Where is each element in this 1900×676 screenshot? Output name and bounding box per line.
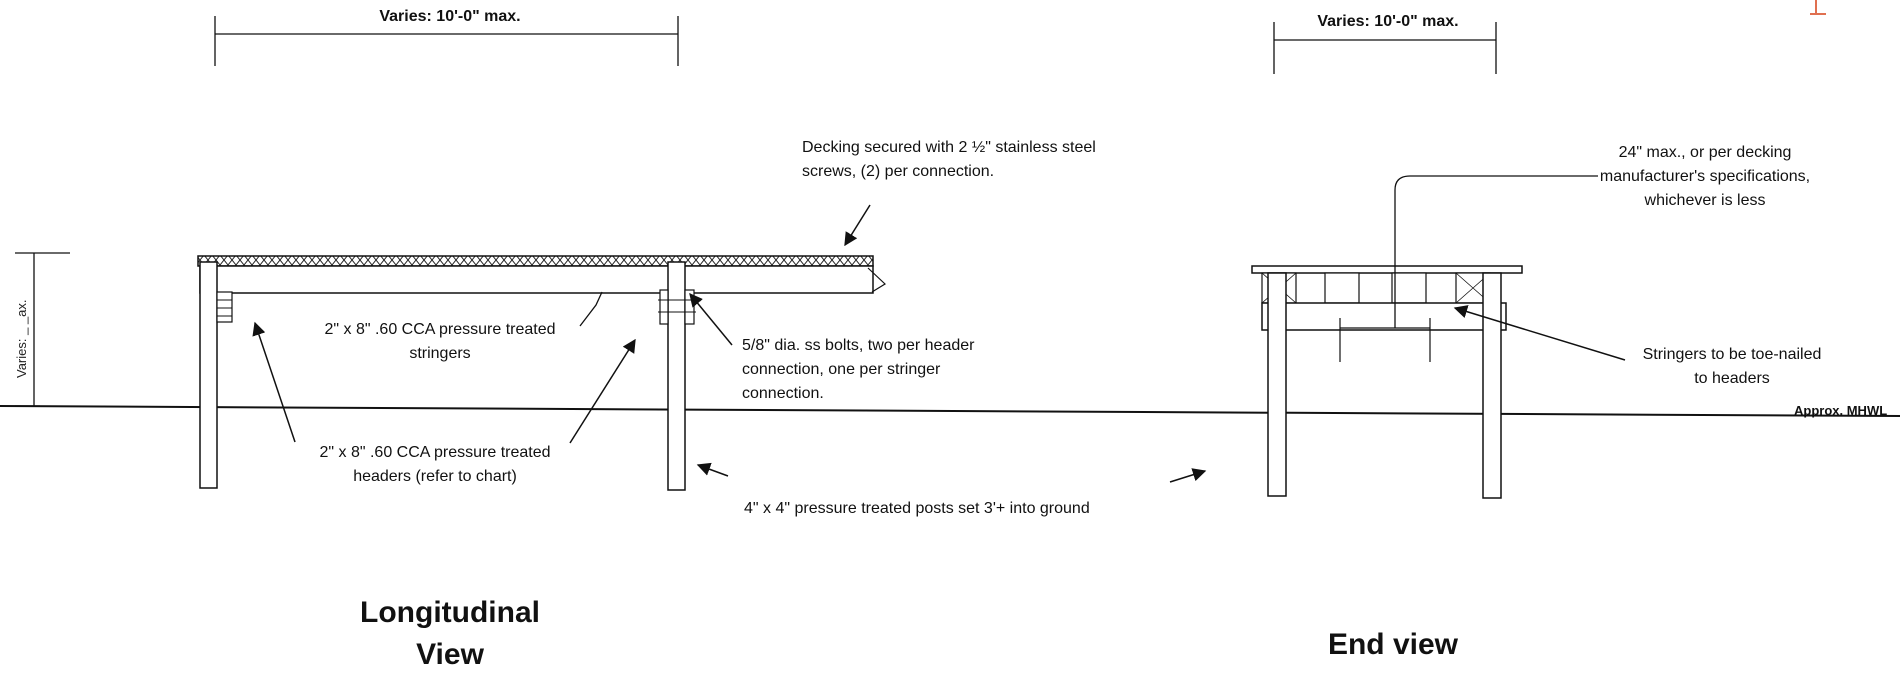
end-post-right <box>1482 272 1502 499</box>
mhwl-line <box>0 405 1900 417</box>
longitudinal-title-line-2: View <box>416 638 484 671</box>
end-stringer-2 <box>1324 272 1360 304</box>
leader-posts-right <box>1169 468 1207 483</box>
bolts-callout-line-2: connection, one per stringer <box>742 361 941 378</box>
stringers-callout: 2" x 8" .60 CCA pressure treated stringe… <box>300 318 580 366</box>
stringer-end-break <box>867 267 886 293</box>
stringers-callout-line-1: 2" x 8" .60 CCA pressure treated <box>324 321 556 338</box>
decking-callout-line-1: Decking secured with 2 ½" stainless stee… <box>802 139 1096 156</box>
end-post-left <box>1267 272 1287 497</box>
leader-toe-nail <box>1453 305 1626 361</box>
leader-headers-right <box>569 338 636 444</box>
end-view-title: End view <box>1327 628 1459 661</box>
leader-bolts <box>689 292 733 346</box>
bolts-callout-line-1: 5/8" dia. ss bolts, two per header <box>742 337 975 354</box>
spacing-callout-line-2: manufacturer's specifications, <box>1599 168 1811 185</box>
decking-callout-line-2: screws, (2) per connection. <box>802 163 995 180</box>
leader-spacing <box>1394 175 1598 328</box>
spacing-callout: 24" max., or per decking manufacturer's … <box>1570 141 1840 213</box>
headers-callout: 2" x 8" .60 CCA pressure treated headers… <box>285 441 585 489</box>
stringers-callout-line-2: stringers <box>409 345 471 362</box>
spacing-callout-line-1: 24" max., or per decking <box>1618 144 1792 161</box>
leader-stringers <box>579 291 603 327</box>
leader-decking <box>844 204 871 247</box>
end-header <box>1261 302 1507 331</box>
end-decking <box>1251 265 1523 274</box>
end-view <box>1251 22 1626 499</box>
longitudinal-decking <box>197 255 874 267</box>
header-plate-right-a <box>659 289 669 325</box>
longitudinal-view-title: Longitudinal View <box>310 592 590 676</box>
leader-posts-left <box>696 462 729 477</box>
longitudinal-view <box>15 16 1207 491</box>
longitudinal-dim-label: Varies: 10'-0" max. <box>379 8 521 25</box>
spacing-callout-line-3: whichever is less <box>1644 192 1766 209</box>
header-plate-right-b <box>684 289 695 325</box>
posts-callout: 4" x 4" pressure treated posts set 3'+ i… <box>744 500 1090 517</box>
corner-mark <box>1810 0 1826 15</box>
header-plate-left <box>216 291 233 323</box>
end-stringer-3 <box>1391 272 1427 304</box>
bolts-callout-line-3: connection. <box>742 385 824 402</box>
mhwl-label: Approx. MHWL <box>1794 403 1888 418</box>
end-dim-label: Varies: 10'-0" max. <box>1317 13 1459 30</box>
bolts-callout: 5/8" dia. ss bolts, two per header conne… <box>742 334 974 406</box>
headers-callout-line-1: 2" x 8" .60 CCA pressure treated <box>319 444 551 461</box>
toe-nail-callout: Stringers to be toe-nailed to headers <box>1612 343 1852 391</box>
headers-callout-line-2: headers (refer to chart) <box>353 468 517 485</box>
toe-nail-callout-line-1: Stringers to be toe-nailed <box>1642 346 1822 363</box>
longitudinal-post-left <box>199 261 218 489</box>
leader-headers-left <box>252 321 296 443</box>
longitudinal-stringer <box>199 265 874 294</box>
toe-nail-callout-line-2: to headers <box>1694 370 1770 387</box>
longitudinal-post-right <box>667 261 686 491</box>
longitudinal-title-line-1: Longitudinal <box>360 596 540 629</box>
vertical-dim-label: Varies: _ _ax. <box>14 299 29 378</box>
decking-callout: Decking secured with 2 ½" stainless stee… <box>802 136 1096 184</box>
